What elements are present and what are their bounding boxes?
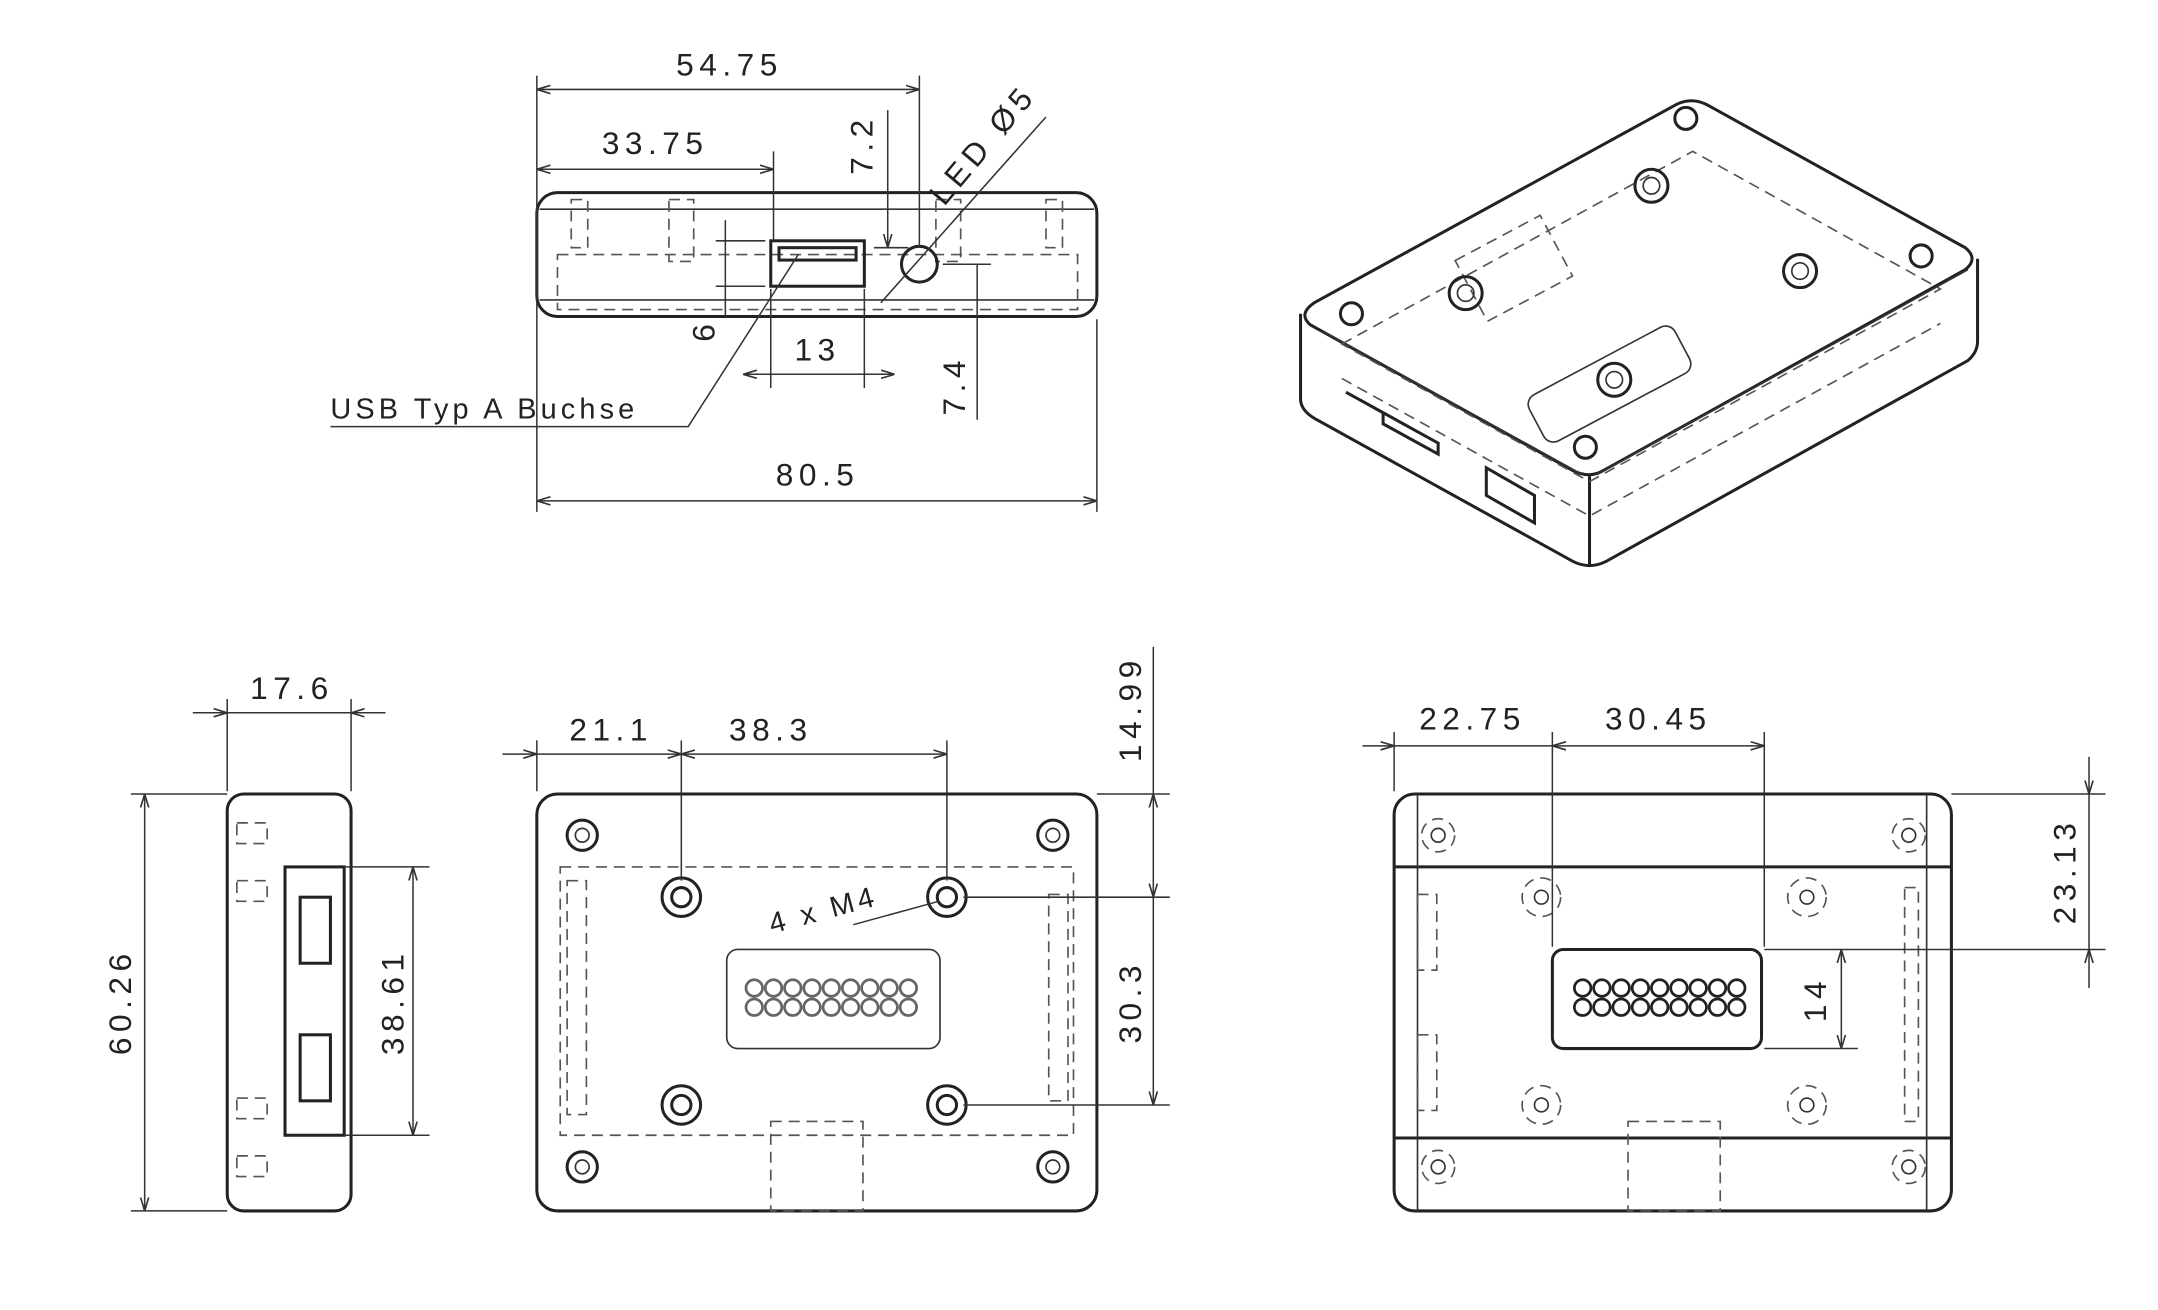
connector-pin [1688, 978, 1708, 998]
connector-pins [1573, 978, 1747, 1017]
front-view: 54.75 33.75 80.5 7.2 6 13 7.4 LED Ø5 USB… [330, 47, 1099, 512]
connector-pin [1592, 997, 1612, 1017]
m4-holes [660, 876, 968, 1126]
bottom-holes [1420, 817, 1927, 1185]
dim-hole-y: 14.99 [1112, 655, 1148, 762]
dim-conn-height: 14 [1797, 976, 1833, 1022]
top-view: 21.1 38.3 14.99 30.3 4 x M4 [502, 646, 1170, 1213]
connector-pin [821, 997, 841, 1017]
dim-led-offset: 54.75 [676, 47, 783, 83]
connector-pin [1573, 978, 1593, 998]
connector-pin [1707, 978, 1728, 998]
connector-pin [1669, 997, 1689, 1017]
connector-pin [1727, 978, 1747, 998]
dim-led-top: 7.2 [844, 114, 880, 174]
dim-total-width: 80.5 [776, 457, 860, 493]
connector-pin [1650, 997, 1670, 1017]
connector-pin [860, 997, 880, 1017]
connector-pin [860, 978, 880, 998]
connector-pin [744, 978, 764, 998]
connector-pin [1573, 997, 1593, 1017]
connector-pin [840, 978, 861, 998]
connector-pin [821, 978, 841, 998]
connector-pin [1707, 997, 1728, 1017]
connector-pin [898, 978, 919, 998]
side-view: 17.6 60.26 38.61 [102, 670, 430, 1213]
dim-height: 60.26 [102, 948, 138, 1055]
isometric-view [1299, 99, 1980, 568]
connector-pin [879, 978, 899, 998]
connector-pin [744, 997, 764, 1017]
bottom-view: 22.75 30.45 23.13 14 [1362, 700, 2106, 1213]
dim-port-span: 38.61 [374, 948, 410, 1055]
dim-usb-width: 13 [794, 332, 840, 368]
dim-usb-height: 6 [685, 319, 721, 342]
dim-hole-x: 21.1 [569, 711, 653, 747]
connector-pin [1630, 978, 1651, 998]
connector-pin [879, 997, 899, 1017]
dim-led-height: 7.4 [936, 355, 972, 415]
connector-pin [763, 978, 784, 998]
dim-conn-x: 22.75 [1419, 700, 1526, 736]
connector-pin [783, 997, 803, 1017]
dim-hole-spacing-x: 38.3 [729, 711, 813, 747]
connector-pin [1688, 997, 1708, 1017]
connector-pin [1669, 978, 1689, 998]
connector-pin [898, 997, 919, 1017]
connector-pins [744, 978, 919, 1017]
label-usb: USB Typ A Buchse [330, 393, 638, 425]
dim-usb-offset: 33.75 [602, 125, 709, 161]
dim-conn-width: 30.45 [1605, 700, 1712, 736]
connector-pin [1611, 997, 1631, 1017]
connector-pin [1630, 997, 1651, 1017]
connector-pin [802, 997, 822, 1017]
connector-pin [763, 997, 784, 1017]
connector-pin [802, 978, 822, 998]
corner-holes [565, 818, 1070, 1184]
dim-depth: 17.6 [250, 670, 334, 706]
dim-conn-y: 23.13 [2046, 818, 2082, 925]
iso-holes [1338, 105, 1934, 460]
label-screws: 4 x M4 [766, 881, 882, 941]
connector-pin [1611, 978, 1631, 998]
connector-pin [1650, 978, 1670, 998]
dim-hole-spacing-y: 30.3 [1112, 960, 1148, 1044]
connector-pin [840, 997, 861, 1017]
connector-pin [1727, 997, 1747, 1017]
led-hole [899, 244, 939, 284]
connector-pin [1592, 978, 1612, 998]
connector-pin [783, 978, 803, 998]
usb-port [769, 239, 866, 288]
